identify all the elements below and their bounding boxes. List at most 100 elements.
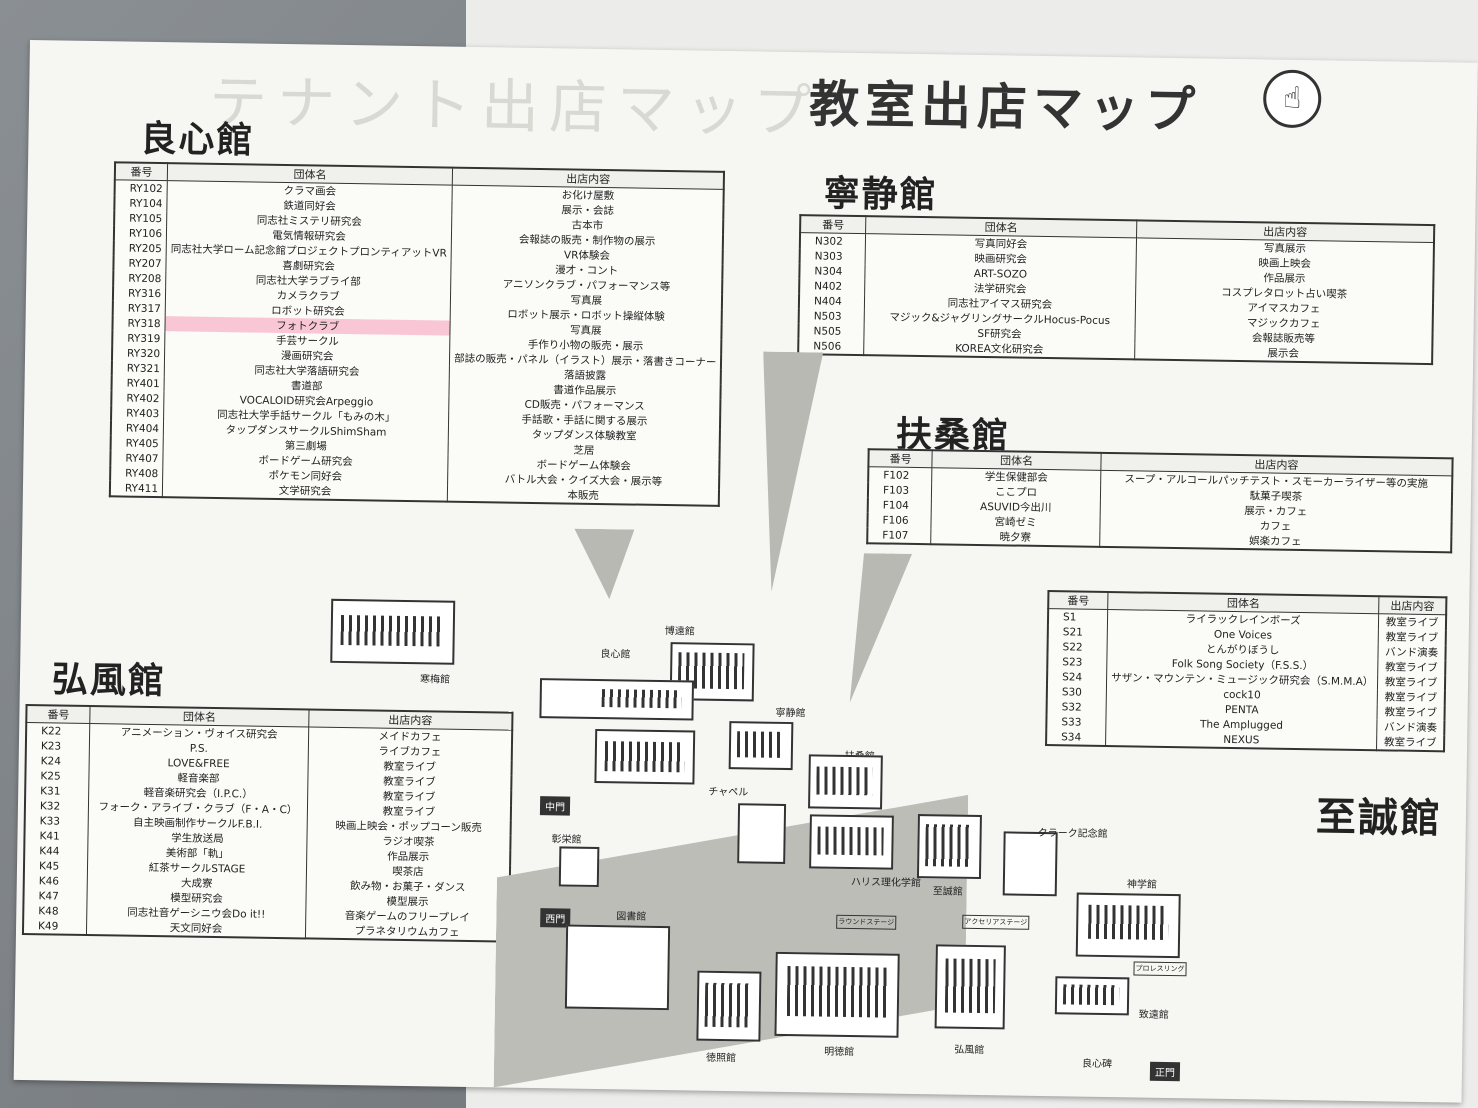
cell-code: N303	[799, 248, 866, 265]
cell-code: RY319	[112, 330, 166, 347]
cell-code: F102	[868, 466, 932, 484]
building-windows	[340, 614, 441, 647]
building-windows	[604, 741, 686, 773]
cell-code: K32	[24, 798, 89, 815]
col-header-code: 番号	[26, 705, 91, 724]
building-neisei	[728, 721, 794, 771]
col-header-code: 番号	[800, 215, 866, 234]
label-shisei: 至誠館	[932, 886, 963, 898]
cell-code: N404	[798, 293, 865, 310]
cell-code: K33	[24, 813, 89, 830]
building-windows	[736, 731, 784, 758]
cell-code: F103	[867, 482, 932, 499]
label-stage-axelia: アクセリアステージ	[962, 914, 1030, 930]
label-stage-wrestling: プロレスリング	[1133, 961, 1187, 977]
cell-code: RY407	[110, 450, 164, 467]
cell-code: RY106	[113, 225, 167, 242]
cell-code: F106	[867, 512, 932, 529]
cell-code: K22	[26, 722, 90, 740]
building-ryoshin-wing	[594, 728, 696, 785]
cell-code: N503	[798, 308, 865, 325]
page-title: 教室出店マップ	[808, 75, 1202, 140]
cell-code: RY102	[114, 179, 168, 197]
cell-code: RY402	[111, 390, 165, 407]
gate-naka: 中門	[539, 796, 571, 816]
cell-code: K41	[24, 828, 89, 845]
building-windows	[704, 982, 752, 1028]
cell-code: RY104	[114, 195, 168, 212]
building-ryoshin	[539, 678, 695, 721]
cell-code: K48	[23, 903, 87, 919]
label-clark: クラーク記念館	[1037, 827, 1108, 841]
col-header-code: 番号	[868, 449, 933, 468]
building-windows	[1062, 984, 1120, 1006]
cell-code: N304	[799, 263, 866, 280]
cell-org: 暁夕寮	[930, 528, 1100, 547]
cell-code: F104	[867, 497, 932, 514]
building-harris	[809, 814, 894, 870]
cell-code: K24	[25, 753, 90, 770]
cell-code: RY316	[112, 285, 166, 302]
building-windows	[925, 824, 972, 867]
cell-org: KOREA文化研究会	[863, 339, 1135, 360]
label-stage-round: ラウンドステージ	[836, 914, 897, 930]
building-shisei	[916, 814, 982, 880]
cell-code: F107	[867, 527, 931, 545]
building-clark	[1002, 831, 1058, 897]
building-chapel	[737, 803, 787, 864]
hall-title-neisei: 寧静館	[823, 173, 939, 217]
pointer-neisei	[759, 352, 823, 593]
pointing-hand-icon: ☝	[1262, 69, 1322, 129]
cell-code: RY408	[110, 465, 163, 482]
building-tokusho	[696, 970, 762, 1042]
building-shingaku	[1075, 892, 1181, 959]
building-windows	[601, 689, 682, 709]
label-ryoshinhi: 良心碑	[1081, 1058, 1113, 1071]
building-shoei	[558, 846, 600, 888]
label-ryoshin: 良心館	[600, 649, 631, 661]
campus-map: 寒梅館 博遠館 良心館 寧静館 扶桑館 チャペル ハリス理化学館 至誠館	[330, 567, 1472, 1102]
label-shoei: 彰栄館	[551, 834, 582, 846]
hall-title-koufu: 弘風館	[51, 659, 167, 703]
label-neisei: 寧静館	[775, 707, 806, 720]
label-kanbai: 寒梅館	[419, 674, 451, 686]
col-header-code: 番号	[114, 162, 168, 181]
cell-code: RY403	[111, 405, 164, 422]
building-windows	[817, 826, 884, 856]
hall-title-ryoshin: 良心館	[140, 118, 255, 162]
cell-code: RY320	[111, 345, 165, 362]
cell-content: 展示会	[1134, 343, 1433, 365]
cell-code: K23	[25, 738, 90, 755]
cell-code: RY105	[114, 210, 167, 227]
label-meitoku: 明徳館	[824, 1046, 855, 1059]
cell-content: 本販売	[447, 485, 720, 506]
label-chisei: 致遠館	[1138, 1009, 1169, 1022]
show-through-title: テナント出店マップ	[208, 67, 822, 146]
cell-code: RY405	[110, 435, 164, 452]
label-hakuen: 博遠館	[664, 626, 695, 638]
cell-code: RY208	[113, 270, 166, 287]
cell-code: RY404	[110, 420, 164, 437]
building-windows	[786, 966, 888, 1018]
cell-code: N505	[798, 323, 865, 340]
cell-code: RY321	[111, 360, 165, 377]
label-koufu: 弘風館	[954, 1044, 985, 1057]
building-chisei	[1054, 976, 1130, 1016]
cell-code: K49	[22, 918, 87, 935]
building-kanbai	[330, 598, 456, 665]
building-windows	[1088, 904, 1169, 940]
cell-code: K45	[23, 858, 88, 875]
label-shingaku: 神学館	[1126, 879, 1157, 891]
cell-code: K31	[25, 783, 89, 800]
label-tosho: 図書館	[616, 911, 647, 923]
cell-code: RY401	[111, 375, 165, 392]
cell-code: RY411	[109, 480, 163, 498]
cell-code: K46	[23, 873, 88, 890]
building-tosho	[564, 924, 671, 1011]
cell-code: RY318	[112, 315, 166, 332]
building-koufu	[934, 944, 1006, 1030]
cell-code: N302	[799, 232, 866, 250]
